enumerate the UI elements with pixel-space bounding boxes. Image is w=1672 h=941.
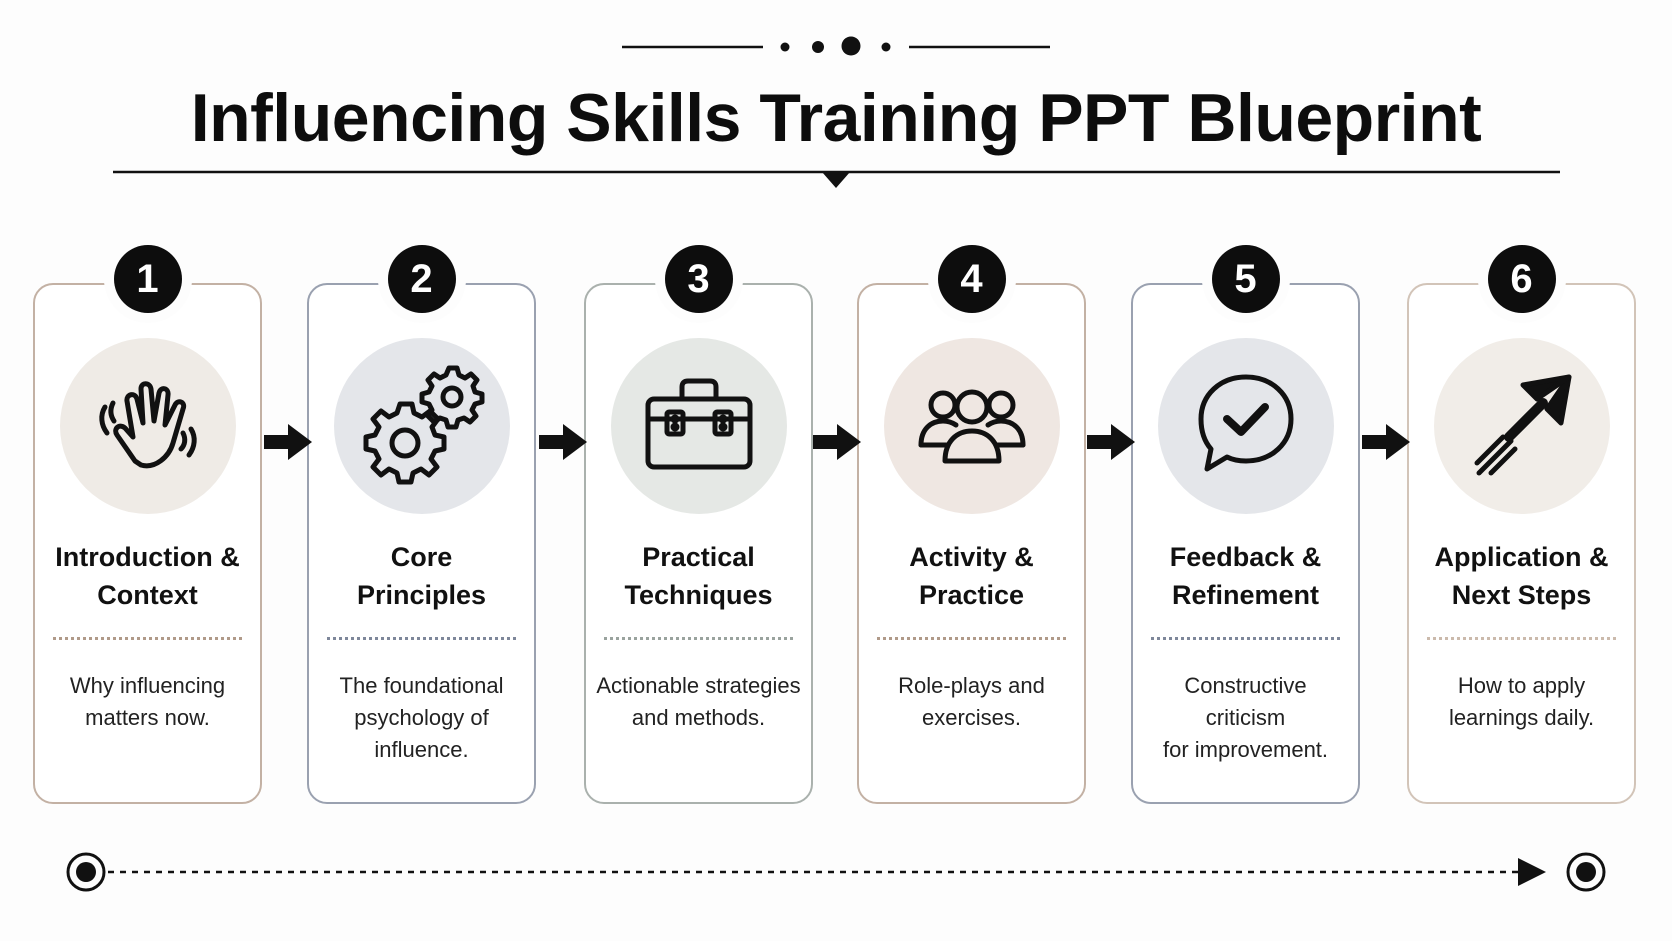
step-description: Actionable strategies and methods. bbox=[596, 670, 801, 734]
chat-check-icon bbox=[1198, 374, 1293, 472]
step-desc-line: Actionable strategies bbox=[596, 673, 801, 698]
step-description: Constructive criticism for improvement. bbox=[1143, 670, 1348, 766]
right-arrow-icon bbox=[1362, 424, 1410, 460]
step-card-2: 2 Core Principles The foundational psych… bbox=[307, 245, 536, 804]
dotted-divider bbox=[1427, 637, 1616, 640]
right-arrow-icon bbox=[813, 424, 861, 460]
step-title: Activity & Practice bbox=[859, 538, 1084, 614]
toolbox-icon bbox=[645, 378, 752, 470]
group-people-icon bbox=[918, 389, 1025, 464]
step-title-line: Feedback & bbox=[1169, 542, 1322, 572]
icon-circle bbox=[59, 338, 236, 514]
waving-hand-icon bbox=[98, 381, 197, 469]
gears-icon bbox=[363, 365, 484, 485]
right-arrow-icon bbox=[539, 424, 587, 460]
step-title: Feedback & Refinement bbox=[1133, 538, 1358, 614]
step-number-badge: 6 bbox=[1487, 245, 1556, 313]
step-title-line: Context bbox=[97, 580, 198, 610]
dotted-divider bbox=[1151, 637, 1340, 640]
step-number-badge: 5 bbox=[1211, 245, 1280, 313]
step-description: How to apply learnings daily. bbox=[1419, 670, 1624, 734]
step-title: Core Principles bbox=[309, 538, 534, 614]
step-desc-line: Constructive criticism bbox=[1184, 673, 1307, 730]
step-title: Practical Techniques bbox=[586, 538, 811, 614]
step-title-line: Practice bbox=[918, 580, 1025, 610]
timeline-dashed-arrow bbox=[66, 852, 1606, 892]
step-description: The foundational psychology of influence… bbox=[319, 670, 524, 766]
step-title: Application & Next Steps bbox=[1409, 538, 1634, 614]
step-card-3: 3 Practical Techniques Actionable strate… bbox=[584, 245, 813, 804]
step-desc-line: learnings daily. bbox=[1448, 705, 1595, 730]
page-title: Influencing Skills Training PPT Blueprin… bbox=[190, 80, 1482, 156]
icon-circle bbox=[1157, 338, 1334, 514]
step-desc-line: influence. bbox=[374, 737, 469, 762]
step-desc-line: Role-plays and bbox=[898, 673, 1045, 698]
timeline-start-dot bbox=[66, 852, 106, 892]
dotted-divider bbox=[604, 637, 793, 640]
step-card-4: 4 Activity & Practice Role-plays and exe… bbox=[857, 245, 1086, 804]
step-title-line: Core bbox=[390, 542, 453, 572]
step-title-line: Introduction & bbox=[55, 542, 240, 572]
step-card-1: 1 Introduction & Context Why influencing… bbox=[33, 245, 262, 804]
step-number-badge: 2 bbox=[387, 245, 456, 313]
step-desc-line: The foundational bbox=[339, 673, 504, 698]
step-description: Role-plays and exercises. bbox=[869, 670, 1074, 734]
step-title-line: Activity & bbox=[909, 542, 1034, 572]
step-desc-line: exercises. bbox=[921, 705, 1022, 730]
step-card-5: 5 Feedback & Refinement Constructive cri… bbox=[1131, 245, 1360, 804]
step-title-line: Next Steps bbox=[1451, 580, 1592, 610]
step-desc-line: How to apply bbox=[1457, 673, 1586, 698]
step-desc-line: matters now. bbox=[85, 705, 210, 730]
step-desc-line: and methods. bbox=[631, 705, 766, 730]
step-title-line: Application & bbox=[1434, 542, 1609, 572]
right-arrow-icon bbox=[1087, 424, 1135, 460]
timeline-end-dot bbox=[1566, 852, 1606, 892]
icon-circle bbox=[333, 338, 510, 514]
step-desc-line: for improvement. bbox=[1162, 737, 1329, 762]
step-title-line: Practical bbox=[642, 542, 755, 572]
dotted-divider bbox=[877, 637, 1066, 640]
step-desc-line: psychology of bbox=[354, 705, 489, 730]
icon-circle bbox=[883, 338, 1060, 514]
step-number-badge: 3 bbox=[664, 245, 733, 313]
right-arrow-icon bbox=[264, 424, 312, 460]
header-ornament bbox=[622, 36, 1050, 56]
step-number-badge: 1 bbox=[113, 245, 182, 313]
dotted-divider bbox=[327, 637, 516, 640]
upward-arrow-icon bbox=[1474, 374, 1571, 476]
step-title: Introduction & Context bbox=[35, 538, 260, 614]
step-desc-line: Why influencing bbox=[69, 673, 226, 698]
step-title-line: Techniques bbox=[624, 580, 773, 610]
step-number-badge: 4 bbox=[937, 245, 1006, 313]
step-title-line: Refinement bbox=[1171, 580, 1320, 610]
step-title-line: Principles bbox=[356, 580, 487, 610]
step-card-6: 6 Application & Next Steps How to apply … bbox=[1407, 245, 1636, 804]
dotted-divider bbox=[53, 637, 242, 640]
icon-circle bbox=[1433, 338, 1610, 514]
title-underline bbox=[113, 170, 1560, 188]
icon-circle bbox=[610, 338, 787, 514]
step-description: Why influencing matters now. bbox=[45, 670, 250, 734]
